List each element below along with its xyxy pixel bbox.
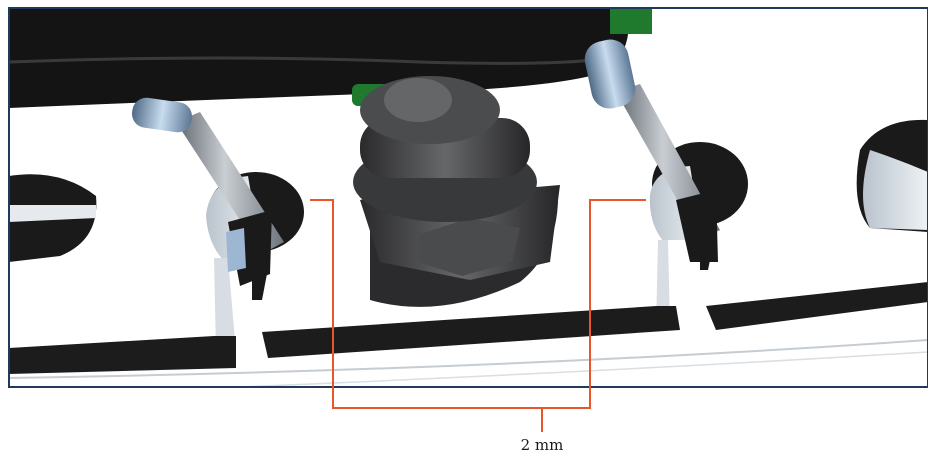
left-hole-wall: [9, 205, 96, 222]
upper-housing-highlight: [9, 56, 611, 65]
lower-rail-left: [9, 336, 236, 374]
left-pin: [132, 97, 284, 286]
image-frame: [8, 7, 928, 388]
right-pin: [584, 39, 720, 262]
lower-edge: [9, 339, 928, 379]
right-hole-wall: [863, 150, 928, 230]
central-fastener: [353, 76, 560, 307]
green-connector: [610, 8, 652, 34]
lower-rail-center: [262, 306, 680, 358]
lower-edge-2: [239, 351, 928, 387]
dimension-label: 2 mm: [520, 436, 564, 454]
lower-rail-right: [706, 282, 928, 330]
dimension-leader: [310, 199, 646, 409]
